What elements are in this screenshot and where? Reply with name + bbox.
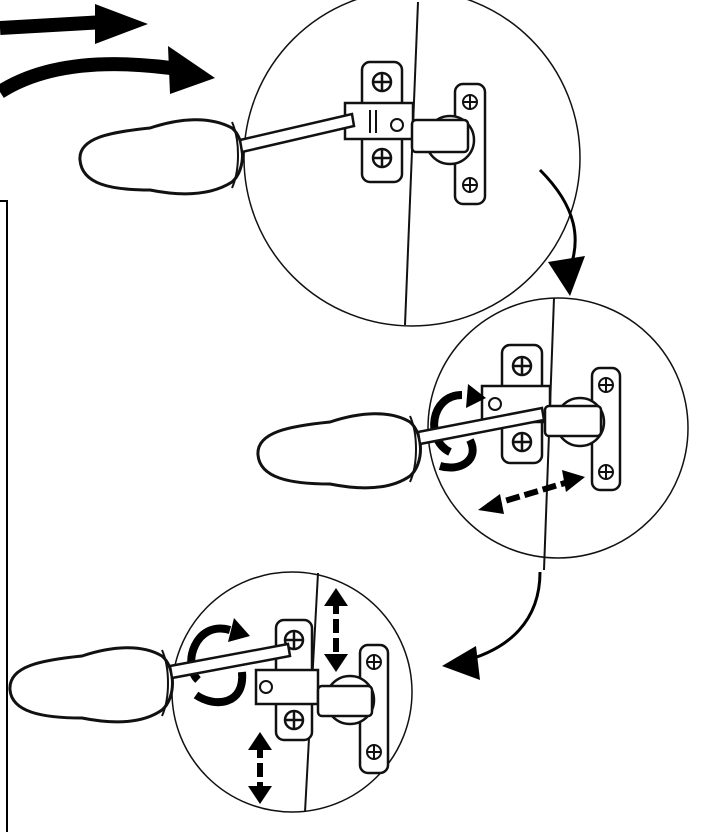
hinge-door-plate (410, 82, 487, 206)
hinge-door-plate (543, 366, 622, 492)
screwdriver-icon (78, 112, 356, 196)
vertical-double-arrow (324, 588, 348, 672)
top-straight-arrow (0, 4, 148, 44)
curved-transition-arrow (538, 168, 585, 296)
hinge-mounting-plate (343, 60, 415, 184)
screwdriver-icon (8, 642, 292, 724)
vertical-double-arrow (248, 732, 272, 804)
step-1-illustration (78, 0, 581, 327)
screwdriver-icon (256, 406, 546, 490)
step-2-illustration (256, 297, 689, 571)
hinge-door-plate (316, 643, 390, 775)
step-3-illustration (8, 571, 413, 813)
curved-transition-arrow (442, 571, 542, 680)
horizontal-double-arrow (478, 470, 585, 514)
frame-edge (0, 200, 8, 832)
top-curved-arrow (0, 46, 215, 98)
rotation-arrow (430, 384, 486, 472)
